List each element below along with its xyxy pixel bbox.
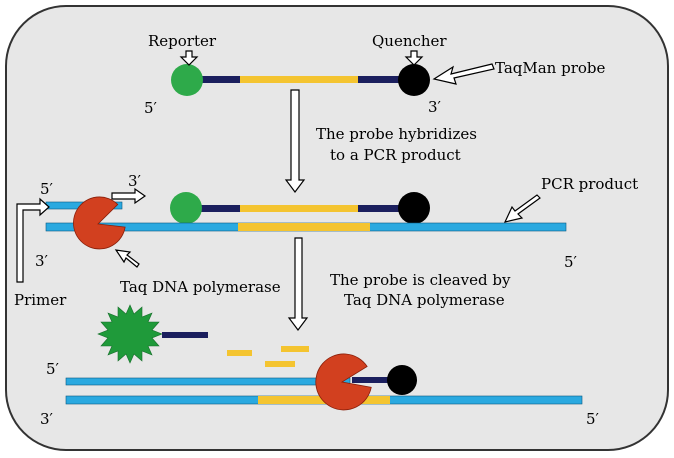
strand-3prime-label: 3′: [35, 252, 49, 270]
primer-bent-arrow-icon: [16, 197, 50, 283]
taqman-probe-label: TaqMan probe: [495, 59, 606, 77]
taqman-probe-top: [171, 64, 430, 96]
pcr-product-target: [238, 223, 370, 231]
taq-polymerase-label: Taq DNA polymerase: [120, 278, 281, 296]
released-reporter-starburst-icon: [97, 304, 163, 364]
strand-5prime-label: 5′: [564, 253, 578, 271]
taq-polymerase-bottom-icon: [315, 353, 372, 411]
released-probe-stub: [162, 332, 208, 338]
quencher-arrow-icon: [404, 50, 424, 66]
step1-down-arrow-icon: [284, 89, 306, 193]
primer-label: Primer: [14, 291, 67, 309]
step2-text-line1: The probe is cleaved by: [330, 271, 511, 289]
step1-text-line1: The probe hybridizes: [316, 125, 477, 143]
taq-polymerase-arrow-icon: [114, 249, 140, 268]
reporter-dye-mid-icon: [170, 192, 202, 224]
quencher-dye-icon: [398, 64, 430, 96]
taq-polymerase-mid-icon: [73, 196, 126, 250]
step1-text-line2: to a PCR product: [330, 146, 461, 164]
quencher-dye-mid-icon: [398, 192, 430, 224]
reporter-dye-icon: [171, 64, 203, 96]
hybridized-probe: [170, 192, 430, 224]
quencher-bottom-icon: [387, 365, 417, 395]
probe-5prime-label: 5′: [144, 99, 158, 117]
bottom-5prime-label: 5′: [46, 360, 60, 378]
step2-down-arrow-icon: [287, 237, 309, 331]
primer-extension-arrow-icon: [111, 187, 147, 205]
probe-sequence: [240, 76, 358, 83]
quencher-label: Quencher: [372, 32, 447, 50]
probe-sequence-mid: [240, 205, 358, 212]
step2-text-line2: Taq DNA polymerase: [344, 291, 505, 309]
bottom-right-5prime-label: 5′: [586, 410, 600, 428]
bottom-3prime-label: 3′: [40, 410, 54, 428]
probe-fragment-1: [227, 350, 252, 356]
pcr-product-arrow-icon: [503, 194, 541, 223]
probe-3prime-label: 3′: [428, 98, 442, 116]
primer-5prime-label: 5′: [40, 180, 54, 198]
reporter-arrow-icon: [179, 50, 199, 66]
probe-fragment-2: [281, 346, 309, 352]
extended-primer-strand: [65, 377, 351, 386]
pcr-product-label: PCR product: [541, 175, 638, 193]
taqman-probe-arrow-icon: [432, 63, 495, 85]
remaining-probe-stub: [352, 377, 398, 383]
reporter-label: Reporter: [148, 32, 217, 50]
probe-fragment-3: [265, 361, 295, 367]
primer-3prime-label: 3′: [128, 172, 142, 190]
